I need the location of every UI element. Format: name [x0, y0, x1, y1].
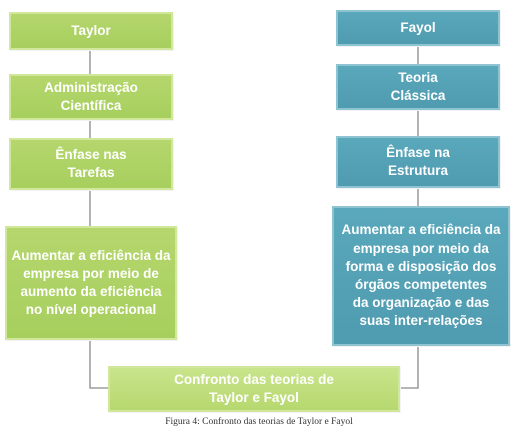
enfase-estrutura-box: Ênfase na Estrutura	[336, 136, 500, 188]
teoria-classica-line-1: Teoria	[398, 69, 438, 85]
fayol-objective-box: Aumentar a eficiência da empresa por mei…	[332, 206, 510, 346]
taylor-box: Taylor	[9, 12, 173, 50]
confronto-box: Confronto das teorias de Taylor e Fayol	[108, 366, 400, 412]
fayol-objective-line-2: empresa por meio da	[353, 240, 489, 256]
connector-taylor-bottom	[89, 340, 108, 389]
administracao-cientifica-line-2: Científica	[60, 98, 122, 113]
enfase-tarefas-line-1: Ênfase nas	[55, 146, 127, 162]
taylor-objective-line-3: aumento da eficiência	[20, 284, 162, 299]
administracao-cientifica-box: Administração Científica	[9, 74, 173, 120]
connector-fayol-bottom	[400, 346, 419, 389]
teoria-classica-line-2: Clássica	[390, 88, 446, 103]
fayol-objective-line-3: forma e disposição dos	[345, 258, 497, 274]
taylor-title: Taylor	[71, 22, 111, 38]
fayol-objective-line-4: órgãos competentes	[354, 277, 488, 292]
taylor-objective-box: Aumentar a eficiência da empresa por mei…	[5, 226, 177, 340]
fayol-title: Fayol	[400, 19, 436, 35]
taylor-objective-line-4: no nível operacional	[25, 302, 157, 318]
fayol-objective-line-5: da organização e das	[352, 295, 490, 311]
enfase-estrutura-line-1: Ênfase na	[386, 144, 450, 160]
enfase-tarefas-box: Ênfase nas Tarefas	[9, 138, 173, 190]
confronto-line-2: Taylor e Fayol	[209, 390, 299, 405]
teoria-classica-box: Teoria Clássica	[336, 64, 500, 110]
fayol-box: Fayol	[336, 10, 500, 46]
enfase-tarefas-line-2: Tarefas	[67, 165, 115, 180]
taylor-objective-line-2: empresa por meio de	[23, 265, 159, 281]
fayol-objective-line-1: Aumentar a eficiência da	[341, 222, 501, 238]
taylor-objective-line-1: Aumentar a eficiência da	[11, 247, 171, 263]
figure-caption: Figura 4: Confronto das teorias de Taylo…	[165, 417, 353, 427]
administracao-cientifica-line-1: Administração	[44, 79, 138, 95]
fayol-objective-line-6: suas inter-relações	[359, 313, 483, 329]
enfase-estrutura-line-2: Estrutura	[387, 163, 448, 178]
confronto-line-1: Confronto das teorias de	[174, 371, 334, 387]
